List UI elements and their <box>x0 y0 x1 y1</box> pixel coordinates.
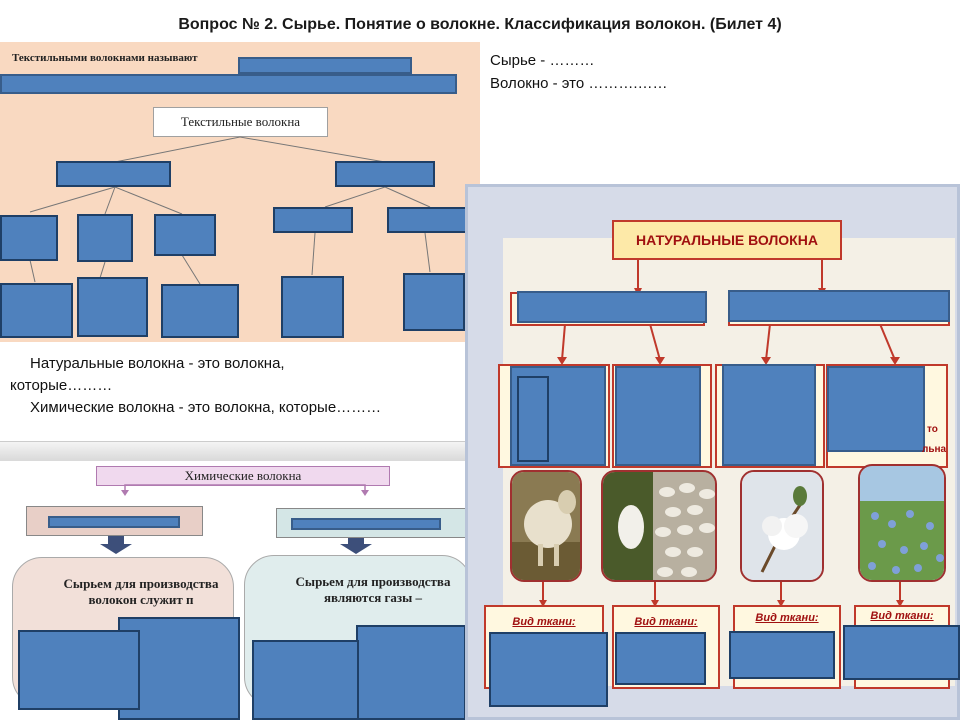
chemical-fibers-definition: Химические волокна - это волокна, которы… <box>30 399 382 416</box>
synthetic-answer-box-2[interactable] <box>252 640 359 720</box>
flax-partial-text-2: льна <box>922 444 947 455</box>
fiber-example-box-2[interactable] <box>77 277 148 337</box>
natural-fibers-definition-line1: Натуральные волокна - это волокна, <box>30 355 285 372</box>
intro-text: Текстильными волокнами называют <box>12 52 198 64</box>
chemical-fibers-title: Химические волокна <box>96 466 390 486</box>
intro-answer-box-2[interactable] <box>0 74 457 94</box>
fiber-example-box-3[interactable] <box>161 284 239 338</box>
fiber-type-box-2[interactable] <box>77 214 133 262</box>
artificial-answer-box-2[interactable] <box>18 630 140 710</box>
artificial-fibers-answer[interactable] <box>48 516 180 528</box>
fiber-example-box-1[interactable] <box>0 283 73 338</box>
plant-origin-answer[interactable] <box>728 290 950 322</box>
flax-partial-text-1: то <box>927 424 938 435</box>
silk-cocoons-image <box>601 470 717 582</box>
chemical-fibers-box[interactable] <box>335 161 435 187</box>
intro-answer-box-1[interactable] <box>238 57 412 74</box>
fabric-answer-box-2[interactable] <box>615 632 706 685</box>
natural-fibers-title: НАТУРАЛЬНЫЕ ВОЛОКНА <box>612 220 842 260</box>
page-title: Вопрос № 2. Сырье. Понятие о волокне. Кл… <box>178 16 782 33</box>
fiber-type-box-4[interactable] <box>273 207 353 233</box>
fiber-type-box-3[interactable] <box>154 214 216 256</box>
fiber-type-box-1[interactable] <box>0 215 58 261</box>
fiber-example-box-4[interactable] <box>281 276 344 338</box>
cotton-image <box>740 470 824 582</box>
fiber-type-box-5[interactable] <box>387 207 467 233</box>
fiber-example-box-5[interactable] <box>403 273 465 331</box>
fabric-label-3: Вид ткани: <box>755 612 819 624</box>
flax-image <box>858 464 946 582</box>
natural-fibers-definition-line2: которые……… <box>10 377 113 394</box>
fabric-answer-box-4[interactable] <box>843 625 960 680</box>
natural-fibers-box[interactable] <box>56 161 171 187</box>
raw-material-definition: Сырье - ……… <box>490 52 595 69</box>
fabric-label-1: Вид ткани: <box>512 616 576 628</box>
fabric-label-4: Вид ткани: <box>870 610 934 622</box>
fabric-label-2: Вид ткани: <box>634 616 698 628</box>
wool-answer-inner[interactable] <box>517 376 549 462</box>
textile-fibers-root: Текстильные волокна <box>153 107 328 137</box>
sheep-image <box>510 470 582 582</box>
cotton-answer-box[interactable] <box>722 364 816 466</box>
animal-origin-answer[interactable] <box>517 291 707 323</box>
silk-answer-box[interactable] <box>615 366 701 466</box>
fabric-answer-box-1[interactable] <box>489 632 608 707</box>
synthetic-answer-box-1[interactable] <box>356 625 466 720</box>
synthetic-fibers-answer[interactable] <box>291 518 441 530</box>
divider-band <box>0 441 470 461</box>
flax-answer-box[interactable] <box>827 366 925 452</box>
fiber-definition: Волокно - это ……….…… <box>490 75 668 92</box>
fabric-answer-box-3[interactable] <box>729 631 835 679</box>
